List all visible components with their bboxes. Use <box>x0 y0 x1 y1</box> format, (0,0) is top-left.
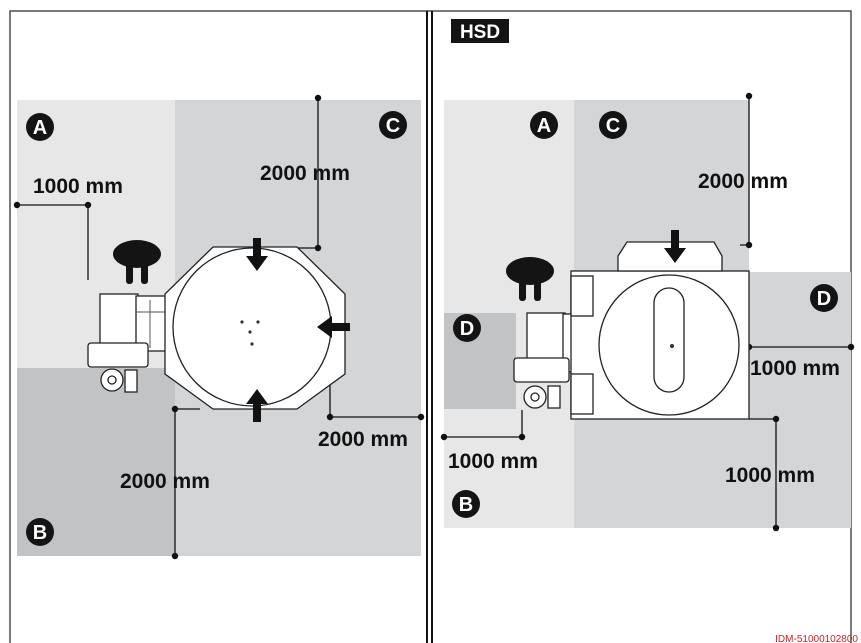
zone-b-marker: B <box>26 518 54 546</box>
wrapper-machine-right <box>513 241 750 420</box>
dim-dot <box>84 201 92 209</box>
dim-dot <box>13 201 21 209</box>
dim-dot <box>326 413 334 421</box>
zone-b-lower-area <box>175 417 421 556</box>
zone-a-label: A <box>33 117 47 139</box>
zone-b-label: B <box>33 522 47 544</box>
zone-c-marker: C <box>599 111 627 139</box>
turntable-disc <box>172 247 332 407</box>
operator-icon <box>506 257 554 301</box>
hsd-badge-label: HSD <box>460 22 500 43</box>
zone-a-marker: A <box>26 113 54 141</box>
dim-label-2000-top: 2000 mm <box>698 170 788 193</box>
arrow-up-icon <box>246 389 268 422</box>
hsd-badge: HSD <box>451 19 509 43</box>
dim-label-1000-bottom: 1000 mm <box>725 464 815 487</box>
dim-label-1000-right: 1000 mm <box>750 357 840 380</box>
zone-d-left-marker: D <box>453 314 481 342</box>
zone-c-marker: C <box>379 111 407 139</box>
reference-code: IDM-51000102800 <box>775 634 858 643</box>
zone-c-label: C <box>386 115 400 137</box>
zone-b-marker: B <box>452 490 480 518</box>
left-panel: A C B 1000 mm 2000 mm 2000 mm 2000 mm <box>13 94 425 560</box>
dim-label-1000-left: 1000 mm <box>448 450 538 473</box>
dim-dot <box>440 433 448 441</box>
dim-dot <box>171 552 179 560</box>
arrow-down-icon <box>664 230 686 263</box>
zone-d-right-marker: D <box>810 284 838 312</box>
zone-c-label: C <box>606 115 620 137</box>
dim-dot <box>772 415 780 423</box>
carriage-base <box>87 342 149 368</box>
dim-label-2000-right: 2000 mm <box>318 428 408 451</box>
dim-label-2000-bottom: 2000 mm <box>120 470 210 493</box>
dim-label-1000: 1000 mm <box>33 175 123 198</box>
dim-dot <box>417 413 425 421</box>
operator-icon <box>113 240 161 284</box>
zone-b-area <box>574 419 851 528</box>
dim-dot <box>518 433 526 441</box>
zone-a-label: A <box>537 115 551 137</box>
dim-dot <box>171 405 179 413</box>
dim-dot <box>745 92 753 100</box>
zone-b-label: B <box>459 494 473 516</box>
dim-dot <box>772 524 780 532</box>
dim-dot <box>314 94 322 102</box>
zone-d-right-label: D <box>817 288 831 310</box>
arrow-down-icon <box>246 238 268 271</box>
arrow-left-icon <box>317 316 350 338</box>
turntable-slot <box>653 287 685 393</box>
dim-label-2000-top: 2000 mm <box>260 162 350 185</box>
carriage-base <box>513 357 570 383</box>
dim-dot <box>745 241 753 249</box>
wrapper-machine-left <box>87 246 346 410</box>
machine-head <box>617 241 723 272</box>
zone-a-marker: A <box>530 111 558 139</box>
dim-dot <box>314 244 322 252</box>
dim-dot <box>847 343 855 351</box>
right-panel: HSD <box>440 19 855 532</box>
zone-d-left-label: D <box>460 318 474 340</box>
